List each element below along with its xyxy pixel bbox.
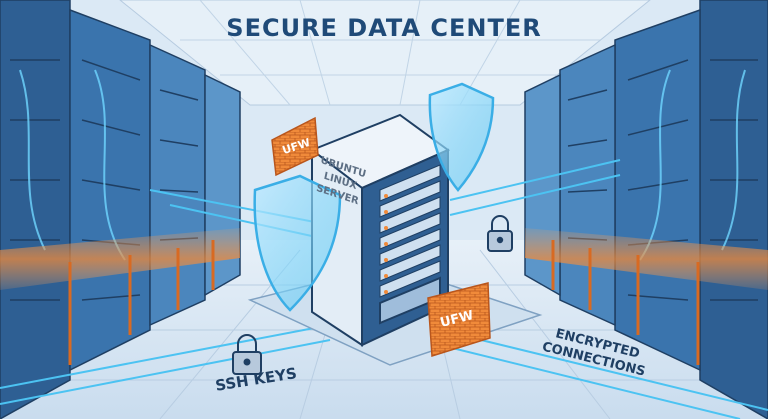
left-barrier-glow [0,228,240,290]
firewall-brick-icon [271,116,319,177]
server-rack-icon [309,113,450,347]
firewall-brick-icon [427,282,491,357]
page-title: SECURE DATA CENTER [226,14,542,42]
padlock-icon [487,215,513,252]
shield-icon [428,82,495,192]
padlock-icon [232,334,262,375]
shield-icon [253,174,342,312]
barrier-posts [68,240,700,365]
right-barrier-glow [525,228,768,290]
